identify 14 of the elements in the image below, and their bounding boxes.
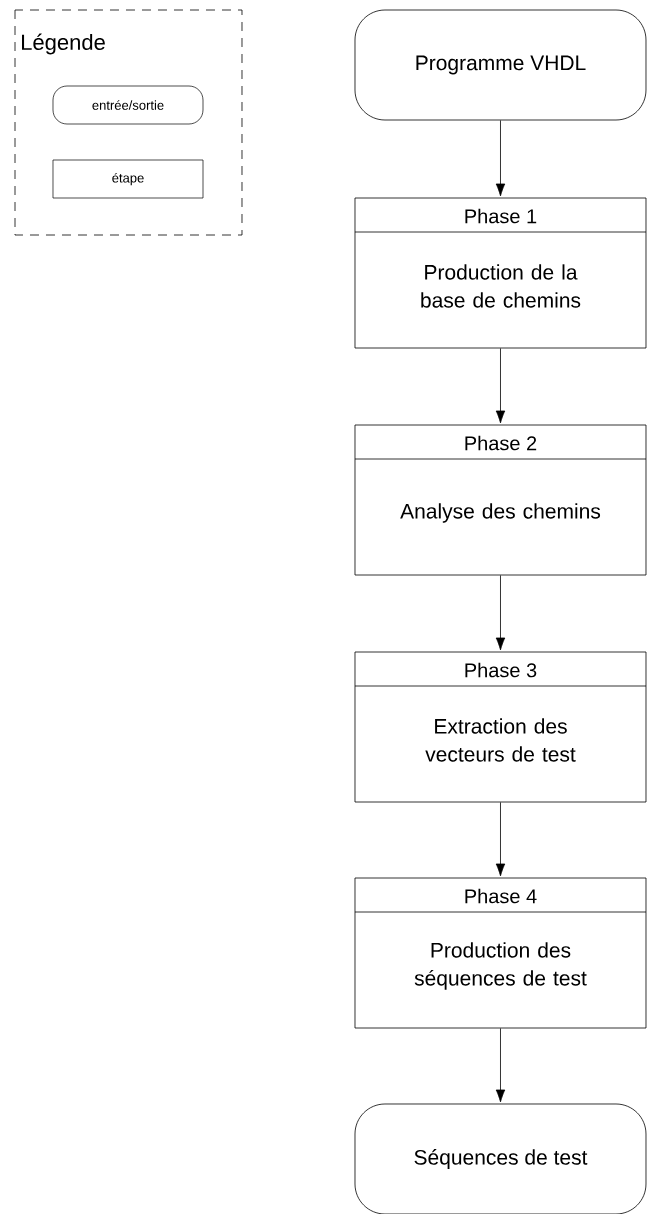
arrow	[495, 802, 506, 877]
arrow	[495, 575, 506, 651]
step-box: Phase 1 Production de la base de chemins	[354, 197, 647, 349]
step-box: Phase 4 Production des séquences de test	[354, 877, 647, 1029]
step-box: Phase 3 Extraction des vecteurs de test	[354, 651, 647, 803]
legend-sample: étape	[52, 159, 204, 199]
arrow	[495, 120, 506, 197]
legend-sample: entrée/sortie	[52, 85, 204, 125]
legend-title: Légende	[22, 33, 105, 55]
terminal-box: Programme VHDL	[354, 9, 647, 121]
arrow	[495, 348, 506, 424]
step-box: Phase 2 Analyse des chemins	[354, 424, 647, 576]
arrow	[495, 1028, 506, 1103]
terminal-box: Séquences de test	[354, 1103, 647, 1214]
